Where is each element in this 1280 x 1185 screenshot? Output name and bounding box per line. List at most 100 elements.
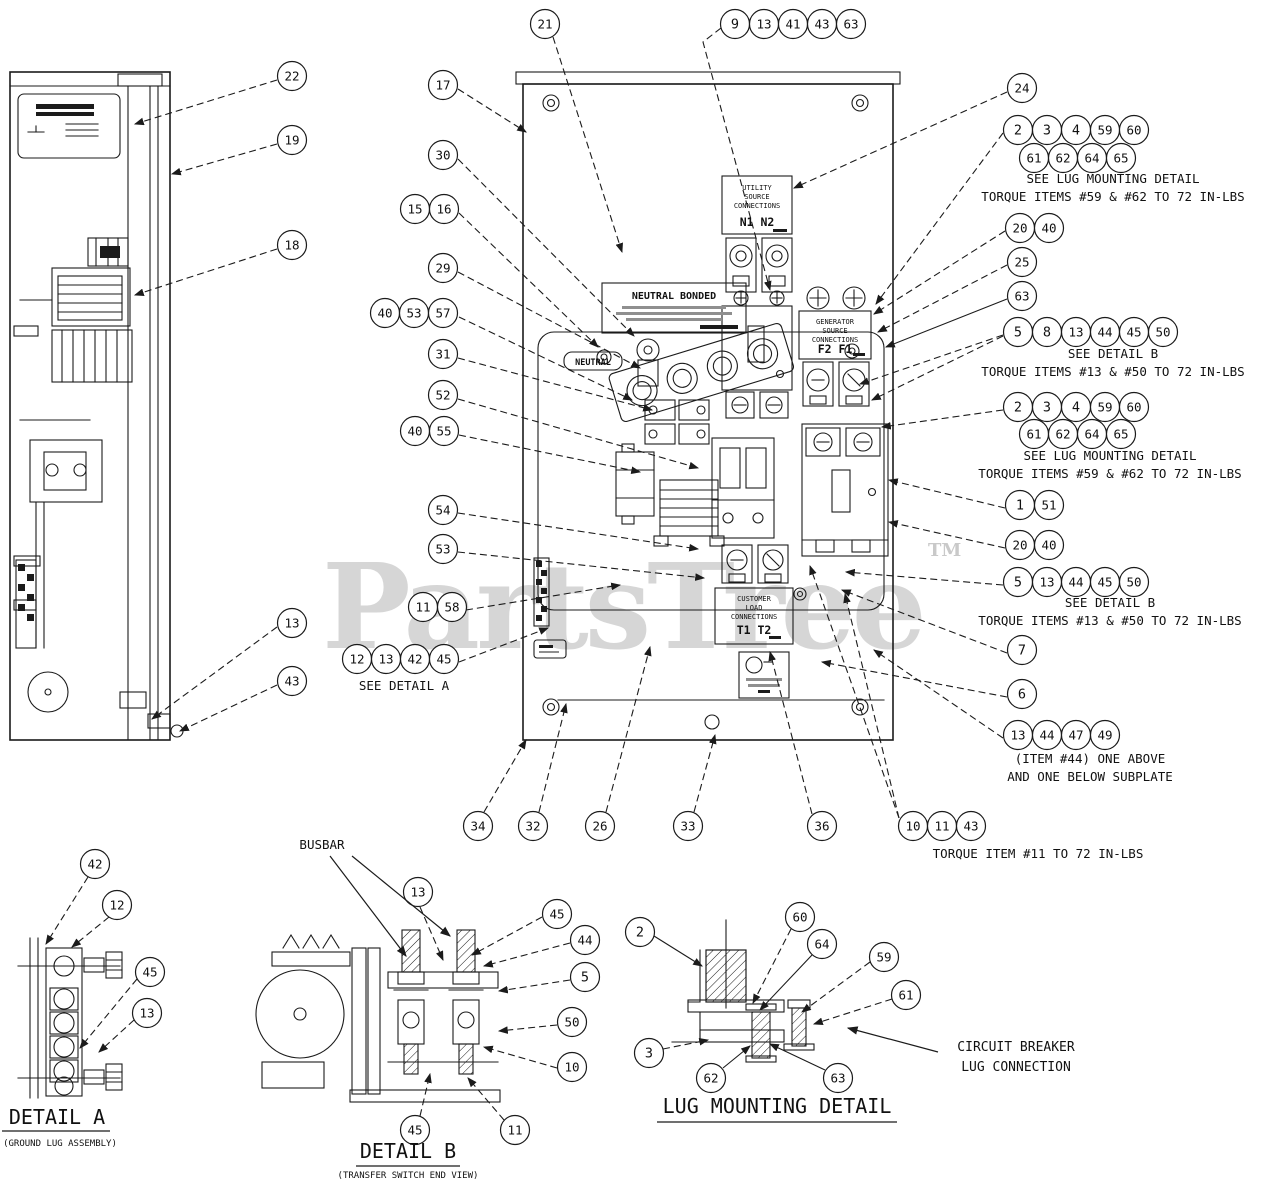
balloon-circle[interactable] xyxy=(672,810,704,842)
balloon-circle[interactable] xyxy=(517,810,549,842)
callout-10[interactable]: 10 xyxy=(482,1045,588,1083)
callout-52[interactable]: 52 xyxy=(427,379,700,470)
balloon-circle[interactable] xyxy=(462,810,494,842)
balloon-circle[interactable] xyxy=(541,898,573,930)
balloon-circle[interactable] xyxy=(955,810,987,842)
callout-61[interactable]: 61 xyxy=(812,979,922,1025)
callout-34[interactable]: 34 xyxy=(462,739,527,842)
balloon-circle[interactable] xyxy=(1006,72,1038,104)
callout-21[interactable]: 21 xyxy=(529,8,623,254)
balloon-circle[interactable] xyxy=(1006,634,1038,666)
balloon-circle[interactable] xyxy=(276,229,308,261)
callout-24[interactable]: 24 xyxy=(792,72,1038,189)
callout-62[interactable]: 62 xyxy=(695,1045,751,1094)
balloon-circle[interactable] xyxy=(1033,529,1065,561)
balloon-circle[interactable] xyxy=(784,901,816,933)
callout-13[interactable]: 13 xyxy=(402,876,444,962)
balloon-circle[interactable] xyxy=(569,924,601,956)
balloon-circle[interactable] xyxy=(276,124,308,156)
balloon-circle[interactable] xyxy=(427,297,459,329)
callout-3[interactable]: 3 xyxy=(633,1037,710,1069)
callout-54[interactable]: 54 xyxy=(427,494,700,552)
callout-63[interactable]: 63 xyxy=(769,1043,854,1094)
balloon-circle[interactable] xyxy=(427,252,459,284)
balloon-circle[interactable] xyxy=(427,379,459,411)
callout-17[interactable]: 17 xyxy=(427,69,527,133)
balloon-circle[interactable] xyxy=(569,961,601,993)
balloon-circle[interactable] xyxy=(835,8,867,40)
callout-60[interactable]: 60 xyxy=(752,901,816,1004)
balloon-circle[interactable] xyxy=(428,415,460,447)
balloon-circle[interactable] xyxy=(399,1114,431,1146)
callout-13[interactable]: 13 xyxy=(151,607,308,720)
balloon-circle[interactable] xyxy=(1033,212,1065,244)
callout-18[interactable]: 18 xyxy=(133,229,308,296)
balloon-circle[interactable] xyxy=(695,1062,727,1094)
callout-25[interactable]: 25 xyxy=(877,246,1038,333)
callout-36[interactable]: 36 xyxy=(768,650,838,842)
callout-53[interactable]: 53 xyxy=(427,533,706,581)
callout-2[interactable]: 2 xyxy=(624,916,703,967)
balloon-circle[interactable] xyxy=(1147,316,1179,348)
balloon-circle[interactable] xyxy=(1006,678,1038,710)
callout-30[interactable]: 30 xyxy=(427,139,635,337)
balloon-circle[interactable] xyxy=(436,591,468,623)
callout-13[interactable]: 13 xyxy=(98,997,163,1053)
balloon-circle[interactable] xyxy=(131,997,163,1029)
balloon-circle[interactable] xyxy=(427,533,459,565)
callout-45[interactable]: 45 xyxy=(399,1072,432,1146)
balloon-circle[interactable] xyxy=(428,643,460,675)
balloon-circle[interactable] xyxy=(556,1051,588,1083)
balloon-circle[interactable] xyxy=(427,494,459,526)
balloon-circle[interactable] xyxy=(556,1006,588,1038)
balloon-circle[interactable] xyxy=(890,979,922,1011)
balloon-circle[interactable] xyxy=(1118,114,1150,146)
balloon-circle[interactable] xyxy=(1118,391,1150,423)
callout-26[interactable]: 26 xyxy=(584,645,652,842)
balloon-circle[interactable] xyxy=(868,941,900,973)
balloon-circle[interactable] xyxy=(499,1114,531,1146)
callout-22[interactable]: 22 xyxy=(133,60,308,126)
callout-64[interactable]: 64 xyxy=(759,928,838,1011)
callout-5[interactable]: 5 xyxy=(497,961,601,994)
balloon-circle[interactable] xyxy=(79,848,111,880)
callout-19[interactable]: 19 xyxy=(170,124,308,176)
callout-42[interactable]: 42 xyxy=(45,848,111,945)
callout-33[interactable]: 33 xyxy=(672,733,717,842)
balloon-circle[interactable] xyxy=(276,60,308,92)
balloon-circle[interactable] xyxy=(1006,280,1038,312)
callout-45[interactable]: 45 xyxy=(471,898,573,956)
balloon-circle[interactable] xyxy=(276,607,308,639)
balloon-circle[interactable] xyxy=(428,193,460,225)
callout-12[interactable]: 12 xyxy=(71,889,133,948)
balloon-circle[interactable] xyxy=(427,69,459,101)
callout-43[interactable]: 43 xyxy=(179,665,308,732)
balloon-circle[interactable] xyxy=(427,338,459,370)
balloon-circle[interactable] xyxy=(276,665,308,697)
balloon-circle[interactable] xyxy=(1105,142,1137,174)
balloon-circle[interactable] xyxy=(806,928,838,960)
balloon-circle[interactable] xyxy=(1118,566,1150,598)
balloon-circle[interactable] xyxy=(1033,489,1065,521)
balloon-circle[interactable] xyxy=(134,956,166,988)
balloon-circle[interactable] xyxy=(101,889,133,921)
callout-59[interactable]: 59 xyxy=(801,941,900,1013)
balloon-circle[interactable] xyxy=(1089,719,1121,751)
balloon-circle[interactable] xyxy=(822,1062,854,1094)
callout-11[interactable]: 11 xyxy=(467,1077,531,1146)
